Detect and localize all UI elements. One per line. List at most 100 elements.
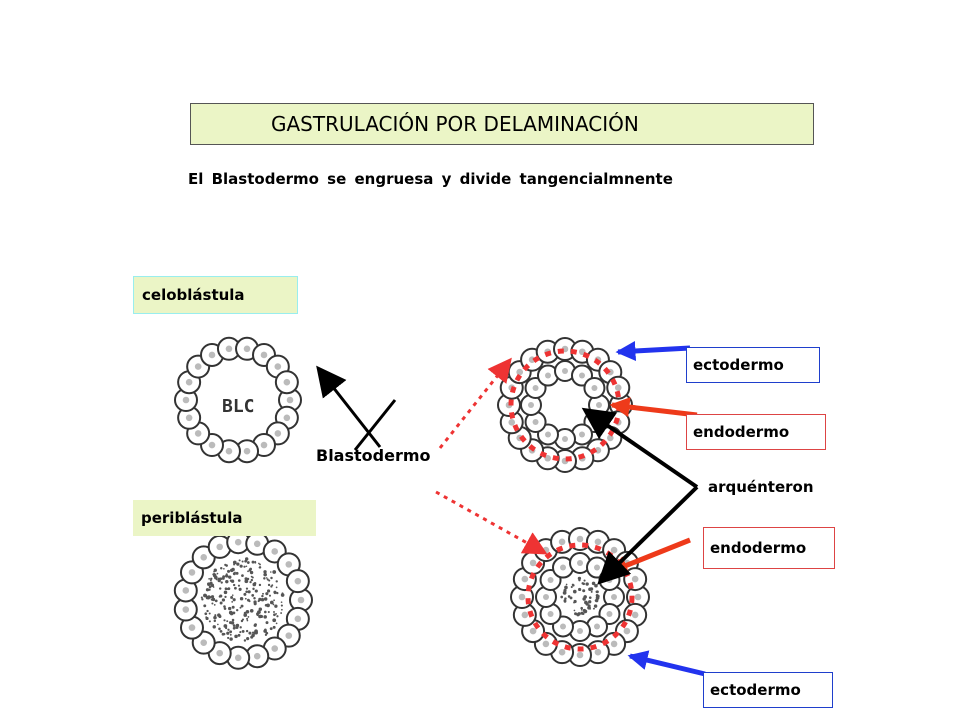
yolk-speck [213, 586, 215, 588]
yolk-speck [589, 596, 592, 599]
yolk-speck [246, 588, 248, 590]
yolk-speck [270, 577, 272, 579]
yolk-speck [223, 624, 227, 628]
yolk-speck [560, 596, 563, 599]
cell-nucleus [522, 576, 529, 583]
yolk-speck [259, 584, 261, 586]
yolk-speck [229, 630, 232, 633]
cell-nucleus [594, 565, 600, 571]
yolk-speck [219, 594, 222, 597]
cell-nucleus [235, 539, 242, 546]
yolk-speck [582, 589, 585, 592]
blastocoel-label: BLC [222, 396, 255, 417]
cell-nucleus [261, 352, 268, 359]
cell-nucleus [543, 594, 549, 600]
yolk-speck [273, 613, 276, 616]
yolk-speck [276, 615, 278, 617]
cell-nucleus [530, 560, 537, 567]
yolk-speck [264, 597, 268, 601]
yolk-speck [585, 582, 588, 585]
yolk-speck [580, 607, 583, 610]
yolk-speck [249, 581, 251, 583]
yolk-speck [266, 604, 270, 608]
yolk-speck [276, 586, 278, 588]
cell-nucleus [186, 379, 193, 386]
cell-nucleus [182, 606, 189, 613]
yolk-speck [595, 599, 598, 602]
yolk-speck [573, 590, 577, 594]
yolk-speck [576, 613, 579, 616]
yolk-speck [221, 581, 223, 583]
endodermo-top-box: endodermo [686, 414, 826, 450]
yolk-speck [238, 634, 241, 637]
yolk-speck [270, 601, 274, 605]
yolk-speck [254, 629, 258, 633]
ectodermo-top-label: ectodermo [693, 356, 784, 374]
yolk-speck [240, 565, 243, 568]
cell-nucleus [285, 632, 292, 639]
cell-nucleus [285, 561, 292, 568]
yolk-speck [232, 606, 235, 609]
yolk-speck [267, 578, 269, 580]
yolk-speck [227, 637, 229, 639]
yolk-speck [247, 610, 249, 612]
cell-nucleus [284, 414, 291, 421]
yolk-speck [281, 609, 283, 611]
cell-nucleus [275, 363, 282, 370]
yolk-speck [591, 591, 593, 593]
yolk-speck [273, 611, 275, 613]
yolk-speck [236, 572, 239, 575]
cell-nucleus [295, 578, 302, 585]
yolk-speck [204, 612, 207, 615]
yolk-speck [282, 592, 284, 594]
yolk-speck [582, 583, 585, 586]
yolk-speck [201, 596, 203, 598]
cell-nucleus [611, 594, 617, 600]
yolk-speck [263, 629, 267, 633]
yolk-speck [247, 561, 250, 564]
yolk-speck [273, 626, 276, 629]
cell-nucleus [560, 565, 566, 571]
yolk-speck [271, 584, 273, 586]
cell-nucleus [548, 577, 554, 583]
yolk-speck [248, 590, 251, 593]
cell-nucleus [595, 649, 602, 656]
yolk-speck [258, 563, 260, 565]
yolk-speck [246, 618, 248, 620]
endodermo-top-label: endodermo [693, 423, 789, 441]
cell-nucleus [508, 419, 515, 426]
periblastula-label-box: periblástula [133, 500, 316, 536]
yolk-speck [245, 598, 247, 600]
yolk-speck [238, 579, 241, 582]
yolk-speck [222, 577, 225, 580]
yolk-speck [215, 600, 218, 603]
yolk-speck [226, 620, 228, 622]
ectoderm-arrow-bottom [630, 656, 705, 674]
yolk-speck [588, 600, 591, 603]
endodermo-bottom-label: endodermo [710, 539, 806, 557]
yolk-speck [244, 577, 247, 580]
cell-nucleus [559, 539, 566, 546]
yolk-speck [231, 580, 234, 583]
cell-nucleus [522, 612, 529, 619]
yolk-speck [247, 616, 249, 618]
yolk-speck [239, 631, 241, 633]
cell-nucleus [577, 536, 584, 543]
yolk-speck [236, 563, 239, 566]
yolk-speck [596, 590, 599, 593]
yolk-speck [248, 600, 250, 602]
cell-nucleus [559, 649, 566, 656]
cell-nucleus [543, 547, 550, 554]
cell-nucleus [624, 628, 631, 635]
yolk-speck [266, 577, 268, 579]
cell-nucleus [189, 569, 196, 576]
yolk-speck [210, 578, 212, 580]
cell-nucleus [235, 655, 242, 662]
yolk-speck [213, 616, 217, 620]
cell-nucleus [287, 397, 294, 404]
yolk-speck [219, 587, 221, 589]
yolk-speck [233, 584, 235, 586]
yolk-speck [232, 594, 234, 596]
yolk-speck [568, 595, 571, 598]
yolk-speck [266, 621, 269, 624]
